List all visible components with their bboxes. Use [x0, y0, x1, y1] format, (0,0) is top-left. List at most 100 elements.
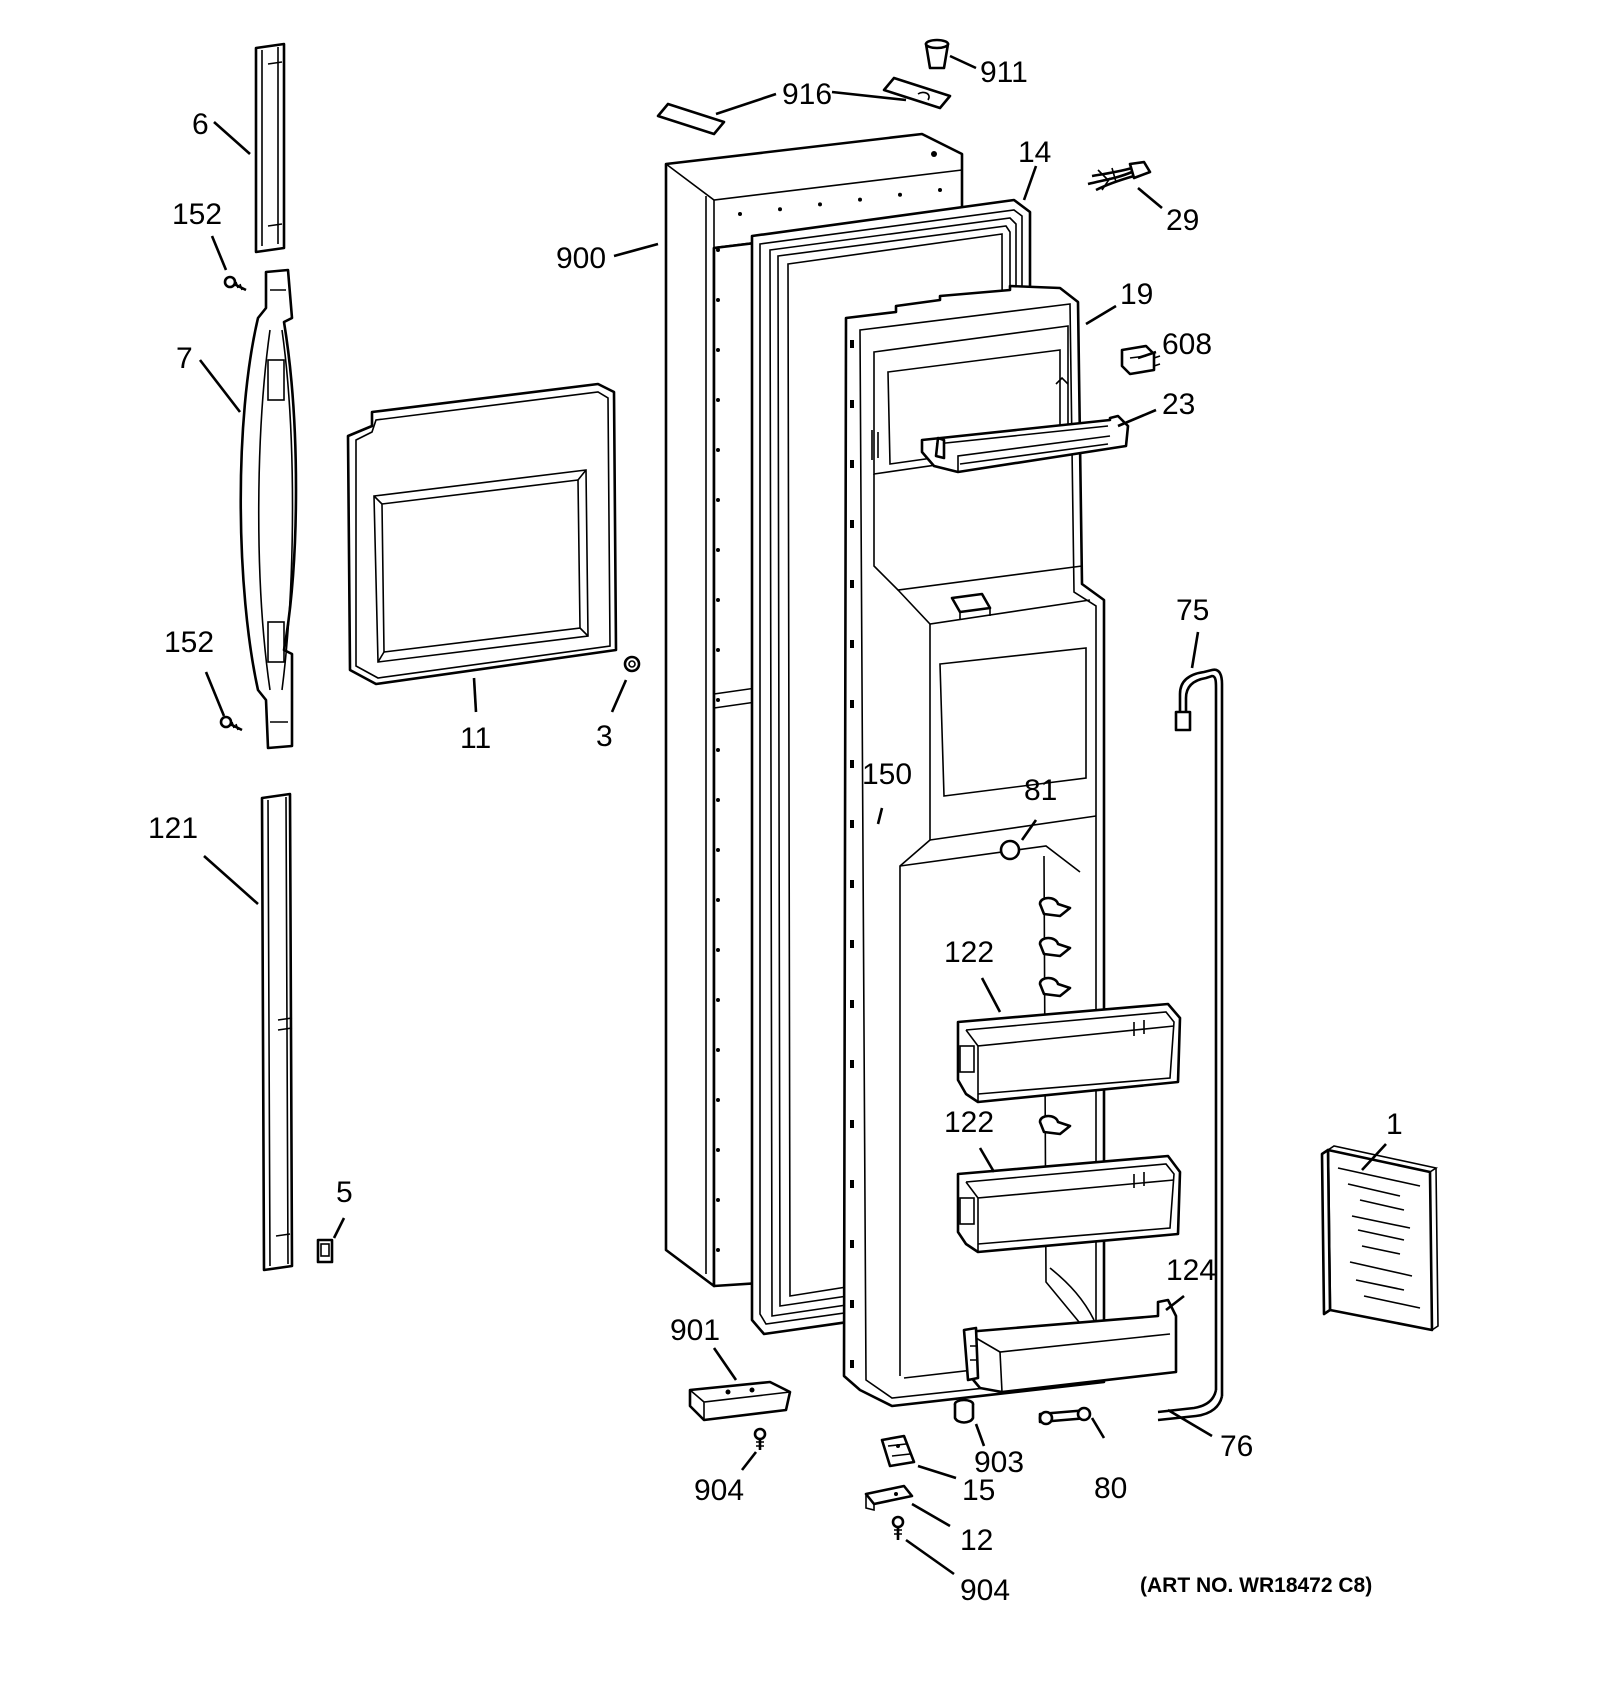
callout-904-upper: 904: [694, 1474, 744, 1507]
door-rivet: [716, 848, 720, 852]
door-rivet: [938, 188, 942, 192]
callout-903: 903: [974, 1446, 1024, 1479]
liner-clip: [850, 880, 854, 888]
callout-23: 23: [1162, 388, 1195, 421]
callout-80: 80: [1094, 1472, 1127, 1505]
liner-clip: [850, 700, 854, 708]
leader-lines: [198, 54, 1387, 1576]
part-1-manual: [1320, 1145, 1439, 1332]
liner-clip: [850, 940, 854, 948]
liner-clip: [850, 400, 854, 408]
part-911-cap: [924, 38, 950, 70]
liner-clip: [850, 1000, 854, 1008]
callout-122-lower: 122: [944, 1106, 994, 1139]
liner-clip: [850, 1240, 854, 1248]
door-rivet: [716, 898, 720, 902]
callout-916: 916: [782, 78, 832, 111]
door-rivet: [716, 798, 720, 802]
callout-3: 3: [596, 720, 613, 753]
door-rivet: [716, 998, 720, 1002]
door-rivet: [716, 498, 720, 502]
part-6-top-trim: [254, 42, 286, 254]
part-124-bottom-bin: [962, 1298, 1178, 1394]
door-rivet: [716, 648, 720, 652]
part-904-screw-upper: [753, 1427, 767, 1450]
callout-19: 19: [1120, 278, 1153, 311]
callout-29: 29: [1166, 204, 1199, 237]
liner-clip: [850, 820, 854, 828]
callout-150: 150: [862, 758, 912, 791]
callout-15: 15: [962, 1474, 995, 1507]
part-11-panel-frame: [346, 382, 618, 686]
liner-clip: [850, 1180, 854, 1188]
callout-911: 911: [980, 56, 1028, 89]
art-number: (ART NO. WR18472 C8): [1140, 1574, 1372, 1597]
liner-clip: [850, 1360, 854, 1368]
door-rivet: [716, 1148, 720, 1152]
part-19-door-liner: [842, 284, 1106, 1408]
part-15-hinge: [880, 1434, 916, 1468]
part-75-water-tube: [1174, 668, 1224, 1396]
part-76-tube-end: [1157, 1389, 1224, 1422]
door-rivet: [716, 298, 720, 302]
callout-121: 121: [148, 812, 198, 845]
part-121-lower-trim: [260, 792, 294, 1272]
part-152-screw-top: [223, 275, 247, 292]
callout-75: 75: [1176, 594, 1209, 627]
part-23-top-bin: [920, 414, 1130, 474]
part-901-bracket: [688, 1380, 792, 1422]
part-5-clip: [316, 1238, 334, 1264]
shelf-supports: [1038, 896, 1072, 1136]
door-rivet: [716, 1198, 720, 1202]
part-122-door-bin-upper: [956, 1002, 1182, 1104]
callout-14: 14: [1018, 136, 1051, 169]
part-916-pad-left: [656, 102, 726, 136]
door-rivet: [716, 948, 720, 952]
part-608-switch: [1120, 344, 1161, 376]
part-3-nut: [623, 655, 641, 673]
door-rivet: [716, 448, 720, 452]
door-rivet: [858, 197, 862, 202]
callout-904-lower: 904: [960, 1574, 1010, 1607]
callout-901: 901: [670, 1314, 720, 1347]
part-904-screw-lower: [891, 1515, 905, 1540]
liner-clip: [850, 640, 854, 648]
liner-clip: [850, 1120, 854, 1128]
door-rivet: [778, 207, 782, 212]
part-900-door-rivets: [716, 188, 942, 1252]
callout-81: 81: [1024, 774, 1057, 807]
liner-clip: [850, 460, 854, 468]
callout-152-bottom: 152: [164, 626, 214, 659]
door-rivet: [898, 192, 902, 197]
callout-152-top: 152: [172, 198, 222, 231]
callout-1: 1: [1386, 1108, 1403, 1141]
part-29-wire-harness: [1087, 160, 1152, 192]
liner-clip: [850, 760, 854, 768]
liner-clip: [850, 1300, 854, 1308]
callout-6: 6: [192, 108, 209, 141]
callout-11: 11: [460, 722, 491, 755]
part-916-pad-right: [882, 76, 952, 110]
part-122-door-bin-lower: [956, 1154, 1182, 1254]
door-rivet: [818, 202, 822, 207]
callout-122-upper: 122: [944, 936, 994, 969]
liner-clip: [850, 580, 854, 588]
liner-clip: [850, 1060, 854, 1068]
callout-124: 124: [1166, 1254, 1216, 1287]
part-81-plug: [999, 839, 1021, 861]
door-rivet: [716, 698, 720, 702]
door-rivet: [716, 748, 720, 752]
part-19-liner-rivets: [850, 340, 854, 1368]
door-rivet: [716, 1048, 720, 1052]
door-rivet: [716, 548, 720, 552]
part-12-hinge-plate: [864, 1484, 914, 1512]
door-rivet: [716, 1098, 720, 1102]
door-rivet: [716, 248, 720, 252]
door-rivet: [716, 1248, 720, 1252]
liner-clip: [850, 520, 854, 528]
callout-608: 608: [1162, 328, 1212, 361]
liner-clip: [850, 340, 854, 348]
callout-900: 900: [556, 242, 606, 275]
part-152-screw-bottom: [219, 715, 243, 732]
